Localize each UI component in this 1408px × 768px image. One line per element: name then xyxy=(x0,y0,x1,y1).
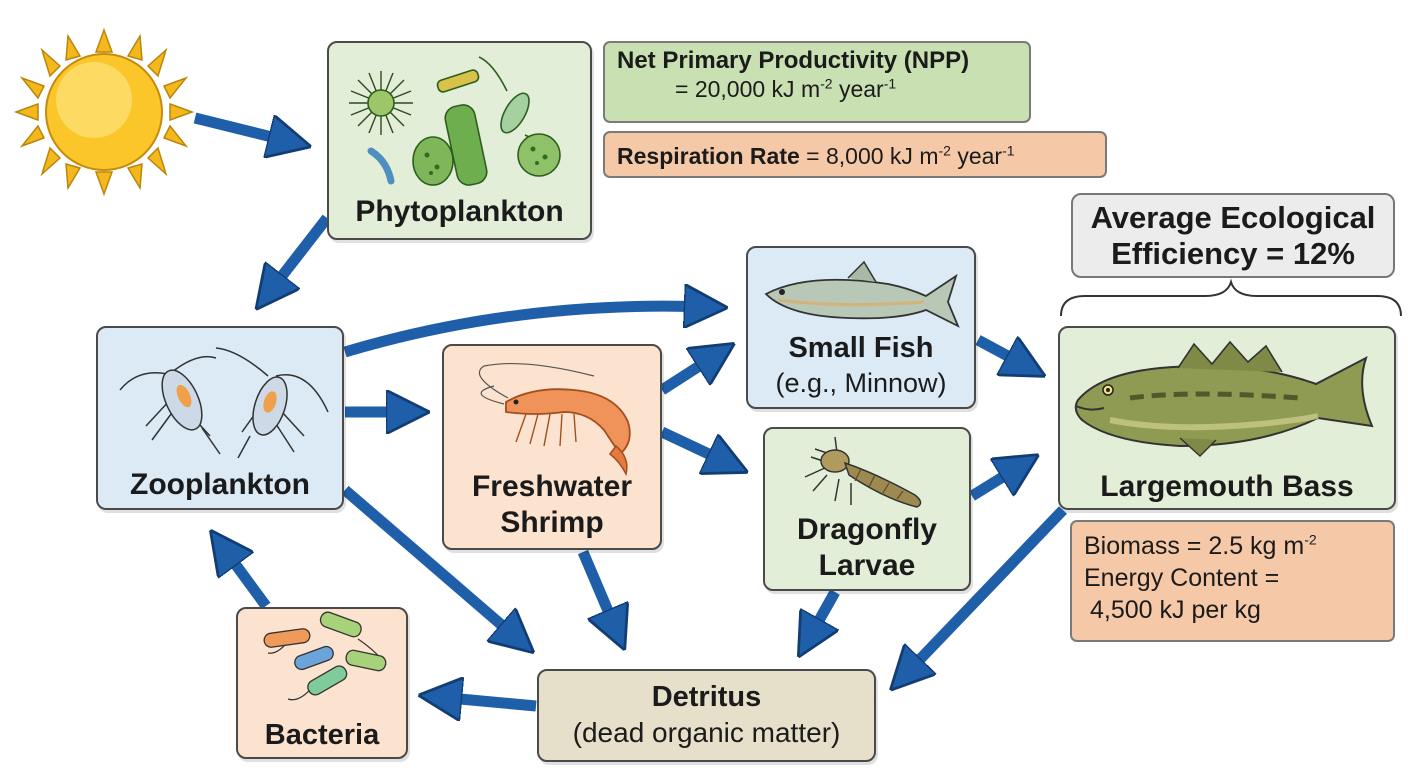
arrow-shrimp-to-dragonfly xyxy=(659,427,730,464)
dragonfly-label-line1: Dragonfly xyxy=(796,513,937,546)
efficiency-line1: Average Ecological xyxy=(1090,200,1376,235)
arrow-dragonfly-to-bass xyxy=(969,465,1022,501)
arrow-shrimp-to-small-fish xyxy=(659,354,718,395)
small-fish-box: Small Fish (e.g., Minnow) xyxy=(746,246,976,409)
zooplankton-label: Zooplankton xyxy=(130,468,310,501)
respiration-info-box: Respiration Rate = 8,000 kJ m-2 year-1 xyxy=(603,131,1107,178)
detritus-box: Detritus (dead organic matter) xyxy=(537,669,876,762)
biomass-value: Biomass = 2.5 kg m-2 xyxy=(1084,531,1317,560)
phytoplankton-illustration xyxy=(349,56,561,186)
arrow-bacteria-to-zooplankton xyxy=(222,546,271,610)
arrow-shrimp-to-detritus xyxy=(577,549,617,632)
bacteria-label: Bacteria xyxy=(264,719,380,751)
largemouth-bass-illustration xyxy=(1074,340,1374,457)
freshwater-shrimp-box: Freshwater Shrimp xyxy=(442,344,662,550)
arrow-bass-to-detritus xyxy=(904,506,1067,676)
minnow-illustration xyxy=(764,260,960,328)
small-fish-label: Small Fish xyxy=(788,332,934,364)
arrow-detritus-to-bacteria xyxy=(438,697,537,706)
detritus-description: (dead organic matter) xyxy=(572,717,841,748)
zooplankton-box: Zooplankton xyxy=(96,326,344,510)
dragonfly-larvae-box: Dragonfly Larvae xyxy=(763,427,971,591)
bacteria-illustration xyxy=(263,611,387,701)
bass-label: Largemouth Bass xyxy=(1100,470,1354,503)
sun-icon xyxy=(13,27,195,197)
arrow-dragonfly-to-detritus xyxy=(808,589,840,640)
energy-content-line1: Energy Content = xyxy=(1084,564,1280,592)
energy-content-line2: 4,500 kJ per kg xyxy=(1090,596,1261,624)
largemouth-bass-box: Largemouth Bass xyxy=(1058,326,1396,510)
phytoplankton-label: Phytoplankton xyxy=(355,195,564,228)
npp-value: = 20,000 kJ m-2 year-1 xyxy=(675,75,897,102)
npp-info-box: Net Primary Productivity (NPP) = 20,000 … xyxy=(603,41,1031,123)
npp-label: Net Primary Productivity (NPP) xyxy=(617,47,970,74)
copepod-illustration xyxy=(119,347,329,459)
dragonfly-larva-illustration xyxy=(804,436,922,508)
shrimp-label-line1: Freshwater xyxy=(471,470,633,503)
arrow-zooplankton-to-detritus xyxy=(341,485,519,640)
shrimp-label-line2: Shrimp xyxy=(500,506,604,539)
small-fish-example: (e.g., Minnow) xyxy=(775,368,947,398)
arrow-sun-to-phytoplankton xyxy=(193,112,292,142)
detritus-label: Detritus xyxy=(651,681,762,713)
arrow-small-fish-to-bass xyxy=(975,335,1028,367)
dragonfly-label-line2: Larvae xyxy=(818,549,916,582)
efficiency-line2: Efficiency = 12% xyxy=(1111,236,1355,271)
arrow-phytoplankton-to-zooplankton xyxy=(268,214,332,294)
ecological-efficiency-box: Average Ecological Efficiency = 12% xyxy=(1071,193,1395,278)
respiration-value: Respiration Rate = 8,000 kJ m-2 year-1 xyxy=(617,142,1015,169)
shrimp-illustration xyxy=(478,362,631,477)
bacteria-box: Bacteria xyxy=(236,607,408,759)
efficiency-bracket xyxy=(1060,278,1402,317)
bass-info-box: Biomass = 2.5 kg m-2 Energy Content = 4,… xyxy=(1070,520,1395,642)
arrow-zooplankton-to-small-fish xyxy=(343,306,708,358)
phytoplankton-box: Phytoplankton xyxy=(327,41,592,240)
